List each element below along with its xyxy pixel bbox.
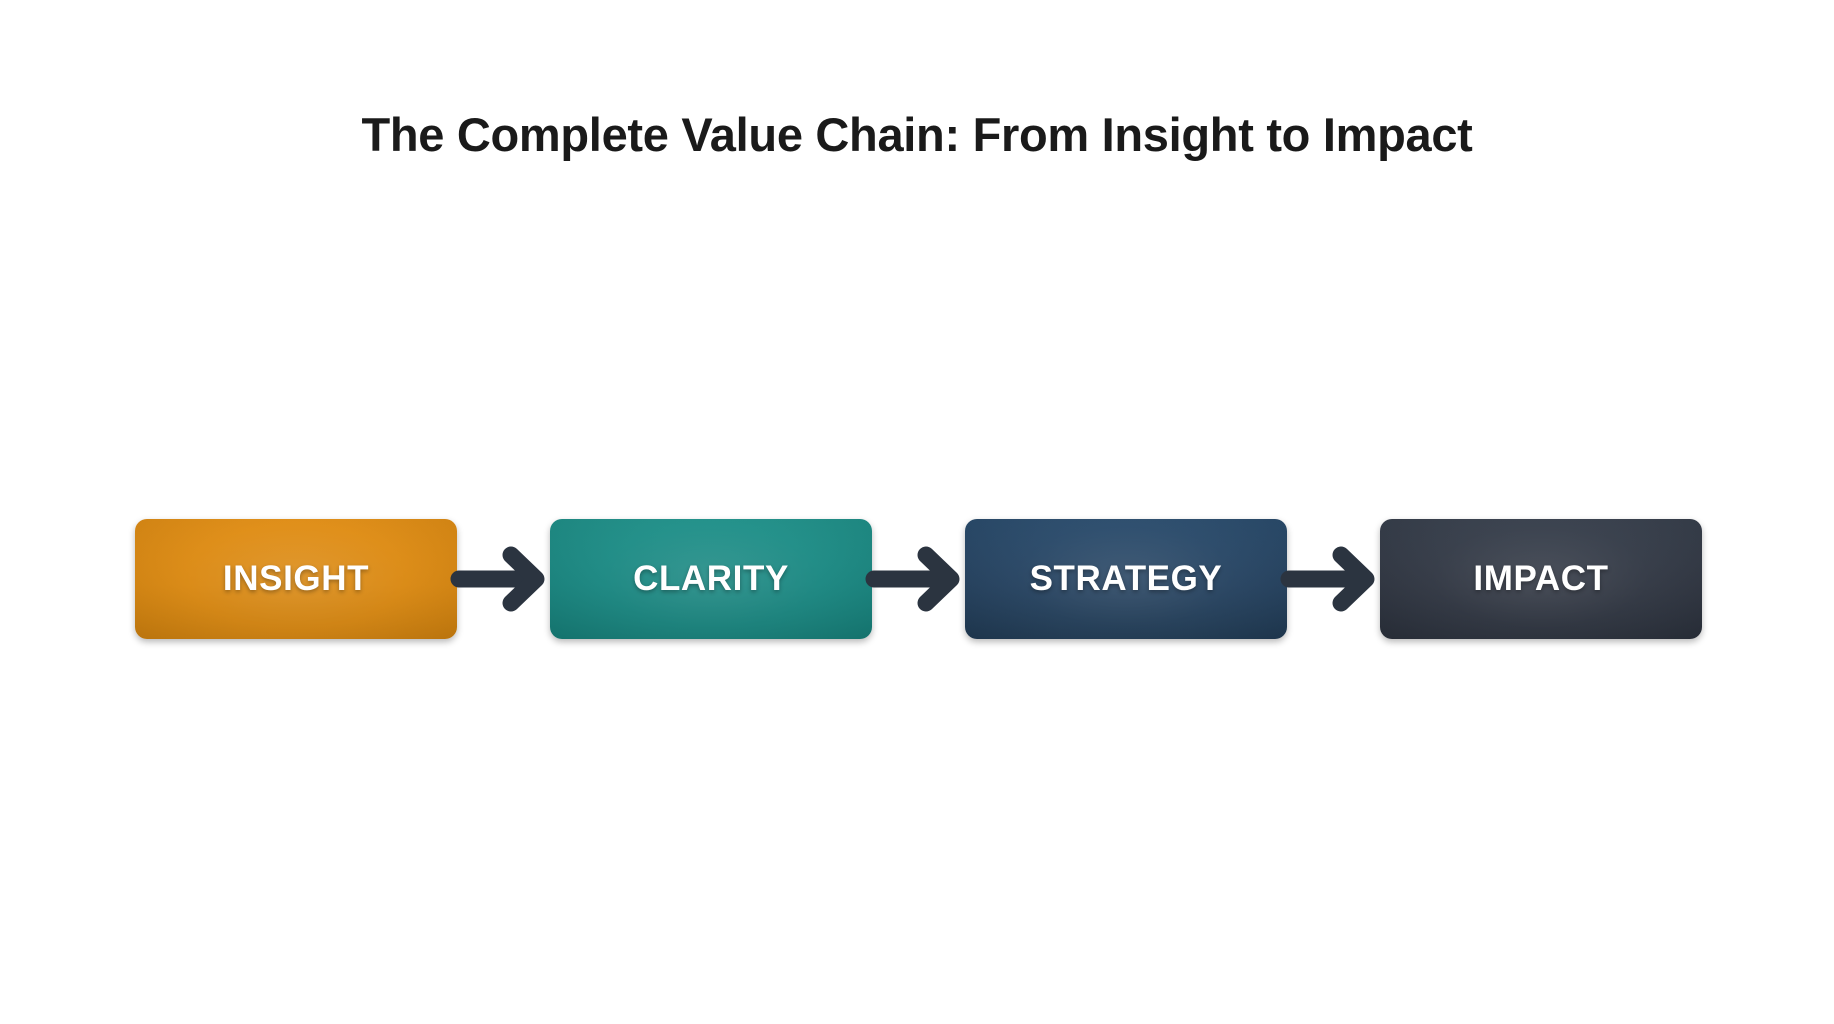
chain-node-label: STRATEGY: [1029, 559, 1223, 598]
arrow-right-icon: [1280, 543, 1380, 615]
chain-node-label: INSIGHT: [222, 559, 370, 598]
chain-node-insight[interactable]: INSIGHT: [135, 519, 457, 639]
arrow-right-icon: [865, 543, 965, 615]
chain-node-label: IMPACT: [1473, 559, 1609, 598]
chain-node-strategy[interactable]: STRATEGY: [965, 519, 1287, 639]
chain-node-impact[interactable]: IMPACT: [1380, 519, 1702, 639]
arrow-right-icon: [450, 543, 550, 615]
chain-node-clarity[interactable]: CLARITY: [550, 519, 872, 639]
page-title: The Complete Value Chain: From Insight t…: [361, 108, 1473, 161]
chain-node-label: CLARITY: [633, 559, 789, 598]
value-chain-diagram: INSIGHT CLARITY STRATEGY: [135, 519, 1702, 639]
